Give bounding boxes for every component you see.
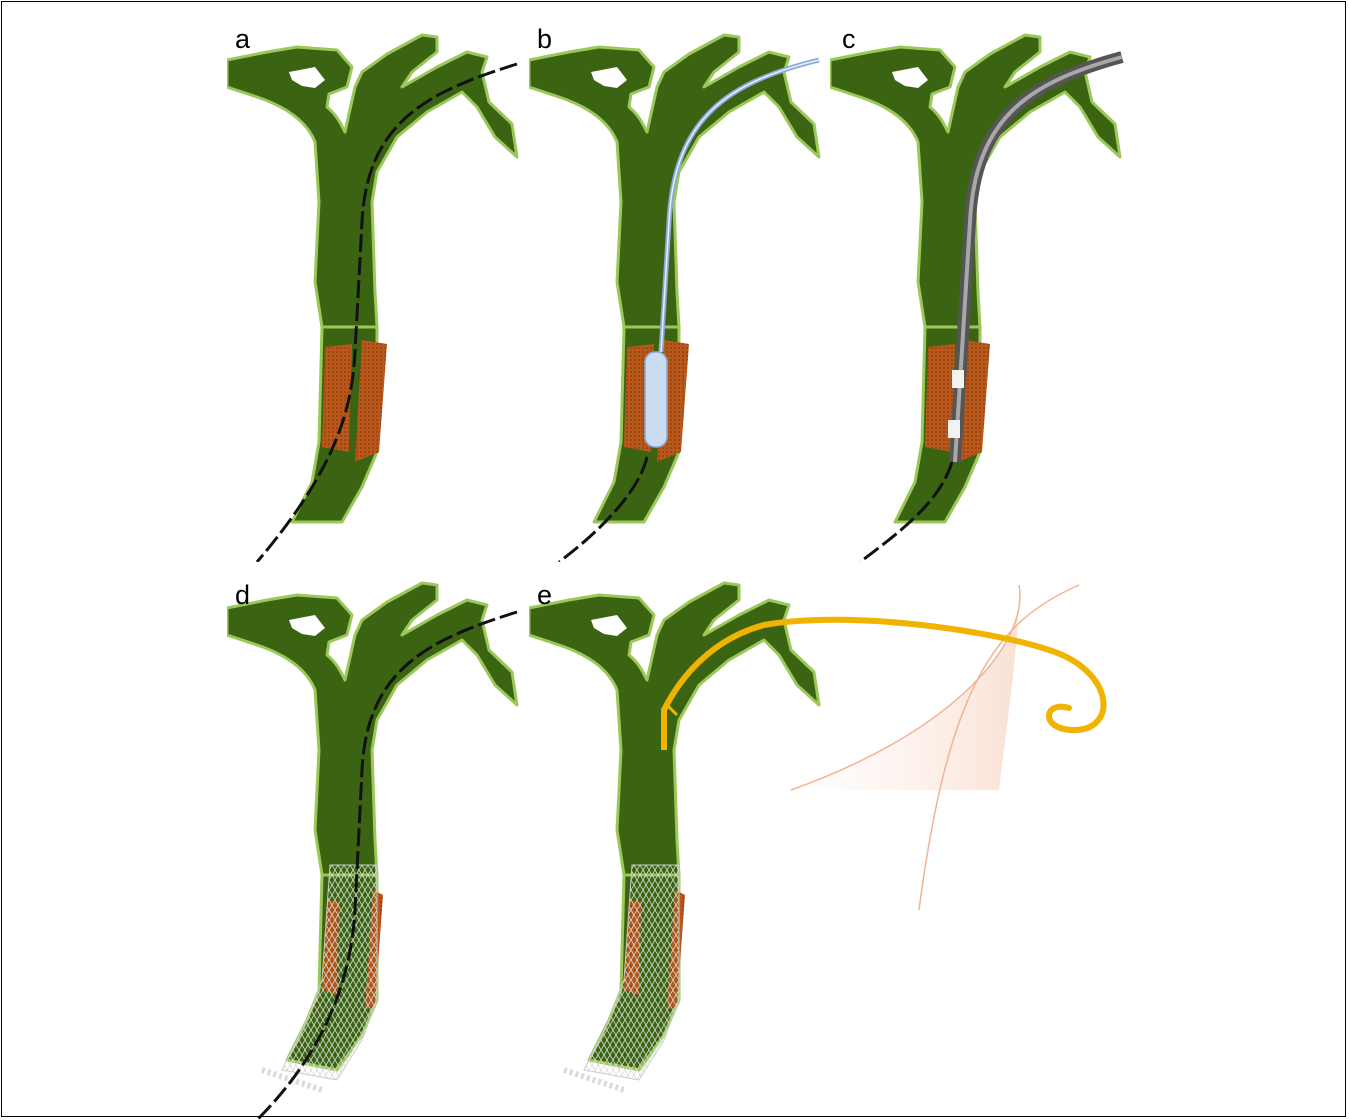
biliary-diagram-d — [227, 580, 527, 1120]
stricture-left — [322, 344, 352, 452]
balloon — [645, 352, 667, 447]
panel-label-b: b — [537, 26, 552, 53]
panel-a: a — [227, 22, 527, 562]
panel-label-c: c — [842, 26, 856, 53]
panel-label-d: d — [235, 582, 250, 609]
guidewire — [257, 64, 517, 562]
drain — [664, 620, 1104, 730]
biliary-diagram-a — [227, 22, 527, 562]
stent — [282, 865, 377, 1080]
panel-e: e — [529, 580, 1329, 1120]
skin-layer — [789, 585, 1020, 790]
panel-label-a: a — [235, 26, 250, 53]
panel-c: c — [830, 22, 1130, 562]
panel-d: d — [227, 580, 527, 1120]
biliary-diagram-c — [830, 22, 1130, 562]
panel-label-e: e — [537, 582, 552, 609]
biliary-diagram-e — [529, 580, 1329, 1120]
biliary-diagram-b — [529, 22, 829, 562]
stent — [584, 865, 679, 1080]
panel-b: b — [529, 22, 829, 562]
